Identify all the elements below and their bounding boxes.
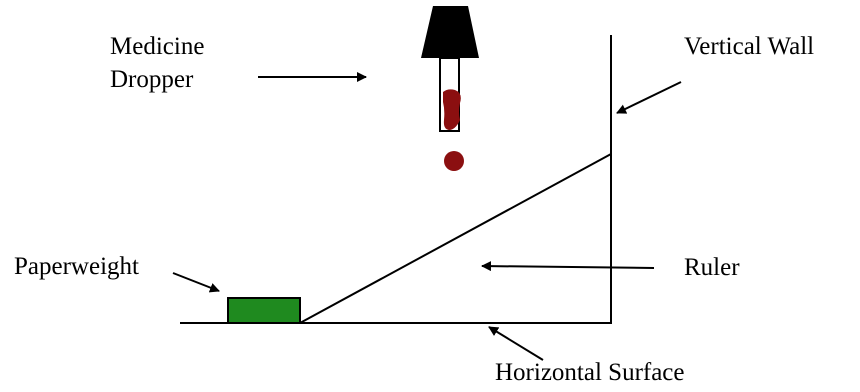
- label-medicine-line2: Dropper: [110, 66, 194, 93]
- arrow-horizontal-surface: [488, 326, 544, 361]
- arrow-paperweight: [172, 272, 220, 293]
- label-medicine-line1: Medicine: [110, 33, 205, 60]
- dropper-bulb: [421, 6, 479, 58]
- dropper-liquid: [443, 89, 461, 130]
- label-horizontal-surface: Horizontal Surface: [495, 359, 685, 386]
- label-ruler: Ruler: [684, 254, 740, 281]
- arrow-ruler: [481, 261, 655, 272]
- paperweight-block: [227, 297, 301, 324]
- arrow-vertical-wall: [616, 81, 682, 114]
- label-paperweight: Paperweight: [14, 253, 139, 280]
- falling-drop: [444, 151, 464, 171]
- label-vertical-wall: Vertical Wall: [684, 33, 815, 60]
- ruler-line: [299, 153, 612, 324]
